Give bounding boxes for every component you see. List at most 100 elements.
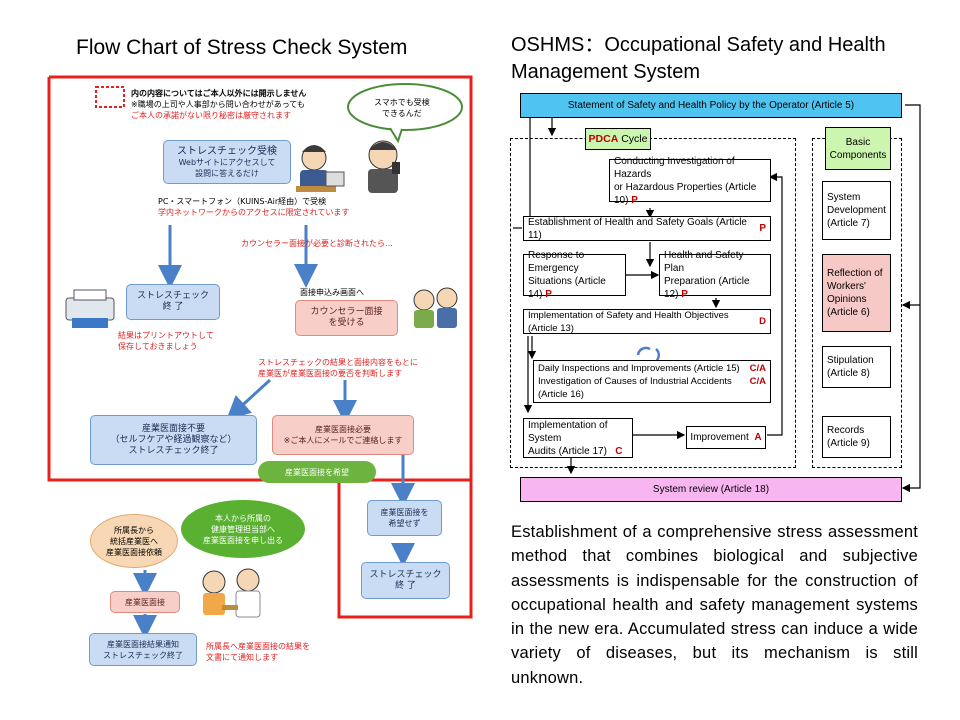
accidents-tag: C/A — [749, 376, 766, 387]
reflection-line-3: Opinions — [827, 294, 867, 305]
basic-components-label: Basic Components — [825, 127, 891, 170]
sysdev-line-1: System — [827, 192, 861, 203]
goals-text: Establishment of Health and Safety Goals… — [528, 216, 747, 241]
emergency-box: Response to Emergency Situations (Articl… — [523, 250, 626, 300]
implementation-box: Implementation of Safety and Health Obje… — [523, 309, 771, 334]
emergency-line-1: Response to Emergency — [528, 250, 585, 274]
man-with-phone-icon — [368, 140, 400, 193]
investigation-line-1: Conducting Investigation of Hazards — [614, 155, 735, 180]
final-line-2: 終 了 — [395, 580, 416, 591]
counselor-interview-box: カウンセラー面接 を受ける — [295, 300, 398, 336]
reflection-line-2: Workers' — [827, 281, 866, 292]
implementation-tag: D — [759, 316, 766, 327]
bubble-text: スマホでも受検 できるんだ — [374, 97, 430, 119]
doctor-required-box: 産業医面接必要 ※ご本人にメールでご連絡します — [272, 415, 414, 455]
check-box-line-1: ストレスチェック受検 — [177, 145, 277, 157]
investigation-box: Conducting Investigation of Hazards or H… — [609, 156, 771, 206]
dept-line-3: 産業医面接依頼 — [106, 547, 162, 557]
investigation-line-2: or Hazardous Properties (Article 10) — [614, 181, 757, 206]
reflection-opinions-box: Reflection of Workers' Opinions (Article… — [822, 254, 891, 332]
nowish-line-2: 希望せず — [388, 519, 421, 528]
dept-line-1: 所属長から — [114, 525, 154, 535]
plan-box: Health and Safety Plan Preparation (Arti… — [659, 250, 771, 300]
accidents-text: Investigation of Causes of Industrial Ac… — [538, 376, 732, 400]
report-line-1: 所属長へ産業医面接の結果を — [206, 642, 310, 651]
stress-check-exam-box: ストレスチェック受検 Webサイトにアクセスして 設問に答えるだけ — [163, 140, 291, 184]
sysdev-line-2: Development — [827, 205, 886, 216]
reflection-line-1: Reflection of — [827, 268, 883, 279]
self-line-3: 産業医面接を申し出る — [203, 535, 283, 545]
department-head-oval: 所属長から 統括産業医へ 産業医面接依頼 — [90, 514, 178, 568]
emergency-line-2: Situations (Article 14) — [528, 276, 606, 300]
notice-line-2: ストレスチェック終了 — [103, 650, 183, 660]
self-line-1: 本人から所属の — [215, 513, 271, 523]
system-development-box: System Development (Article 7) — [822, 181, 891, 240]
print-line-1: 結果はプリントアウトして — [118, 331, 214, 340]
privacy-line-2: ※職場の上司や人事部から問い合わせがあっても — [131, 100, 305, 109]
check-box-line-2: Webサイトにアクセスして — [178, 157, 276, 167]
inspections-box: Daily Inspections and Improvements (Arti… — [533, 360, 771, 403]
records-line-1: Records — [827, 425, 865, 436]
right-title: OSHMS：Occupational Safety and Health Man… — [511, 32, 886, 86]
judgement-line-2: 産業医が産業医面接の要否を判断します — [258, 369, 402, 378]
privacy-line-1: 内の内容についてはご本人以外には開示しません — [131, 89, 307, 98]
right-title-line-2: Management System — [511, 61, 700, 83]
access-line-2: 学内ネットワークからのアクセスに限定されています — [158, 208, 350, 217]
nowish-line-1: 産業医面接を — [380, 508, 429, 517]
bubble-line-2: できるんだ — [381, 109, 422, 118]
improvement-box: Improvement A — [686, 426, 766, 449]
final-complete-box: ストレスチェック 終 了 — [361, 562, 450, 599]
doctor-not-required-box: 産業医面接不要 （セルフケアや経過観察など） ストレスチェック終了 — [90, 415, 257, 465]
judgement-line-1: ストレスチェックの結果と面接内容をもとに — [258, 358, 418, 367]
interview-screen-label: 面接申込み画面へ — [300, 288, 364, 297]
person-at-desk-icon — [296, 145, 345, 192]
doctor-interview-box: 産業医面接 — [110, 591, 180, 613]
summary-paragraph: Establishment of a comprehensive stress … — [511, 523, 918, 687]
inspections-tag: C/A — [749, 363, 766, 374]
access-line-1: PC・スマートフォン（KUINS-Air経由）で受検 — [158, 197, 327, 206]
reflection-line-4: (Article 6) — [827, 307, 870, 318]
not-required-line-2: （セルフケアや経過観察など） — [110, 434, 237, 445]
investigation-tag: P — [631, 194, 638, 206]
required-line-1: 産業医面接必要 — [315, 425, 371, 434]
complete-line-1: ストレスチェック — [136, 291, 209, 301]
counselor-line-2: を受ける — [328, 318, 365, 328]
basic-line-2: Components — [829, 149, 887, 161]
pdca-prefix: PDCA — [588, 132, 619, 145]
inspections-text: Daily Inspections and Improvements (Arti… — [538, 363, 740, 374]
legend-red-box — [95, 86, 125, 108]
access-note: PC・スマートフォン（KUINS-Air経由）で受検 学内ネットワークからのアク… — [158, 196, 349, 218]
records-box: Records (Article 9) — [822, 416, 891, 458]
print-line-2: 保存しておきましょう — [118, 342, 198, 351]
policy-box: Statement of Safety and Health Policy by… — [520, 93, 902, 118]
privacy-note: 内の内容についてはご本人以外には開示しません ※職場の上司や人事部から問い合わせ… — [131, 88, 306, 121]
complete-line-2: 終 了 — [162, 302, 184, 312]
report-line-2: 文書にて通知します — [206, 653, 278, 662]
required-line-2: ※ご本人にメールでご連絡します — [283, 436, 403, 445]
system-review-box: System review (Article 18) — [520, 477, 902, 502]
pdca-cycle-label: PDCA Cycle — [585, 128, 651, 150]
pdca-region — [510, 138, 796, 468]
improvement-text: Improvement — [690, 432, 749, 443]
records-line-2: (Article 9) — [827, 438, 870, 449]
sysdev-line-3: (Article 7) — [827, 218, 870, 229]
stipulation-line-1: Stipulation — [827, 355, 874, 366]
printer-icon — [65, 289, 115, 328]
doctor-consultation-icon — [202, 568, 261, 618]
audits-line-1: Implementation of System — [528, 419, 608, 444]
check-box-line-3: 設問に答えるだけ — [195, 168, 259, 178]
pdca-suffix: Cycle — [618, 132, 648, 145]
emergency-tag: P — [545, 289, 552, 300]
not-required-line-3: ストレスチェック終了 — [128, 445, 219, 456]
privacy-line-3: ご本人の承諾がない限り秘密は厳守されます — [131, 111, 291, 120]
audits-tag: C — [615, 445, 623, 457]
wish-label: 産業医面接を希望 — [258, 461, 376, 483]
self-request-oval: 本人から所属の 健康管理担当部へ 産業医面接を申し出る — [181, 500, 305, 558]
final-line-1: ストレスチェック — [369, 569, 442, 580]
result-notice-box: 産業医面接結果通知 ストレスチェック終了 — [89, 633, 197, 666]
stress-check-complete-box: ストレスチェック 終 了 — [126, 284, 220, 320]
not-required-line-1: 産業医面接不要 — [141, 423, 205, 434]
plan-line-2: Preparation (Article 12) — [664, 276, 750, 300]
dept-line-2: 統括産業医へ — [110, 536, 158, 546]
plan-line-1: Health and Safety Plan — [664, 250, 744, 274]
